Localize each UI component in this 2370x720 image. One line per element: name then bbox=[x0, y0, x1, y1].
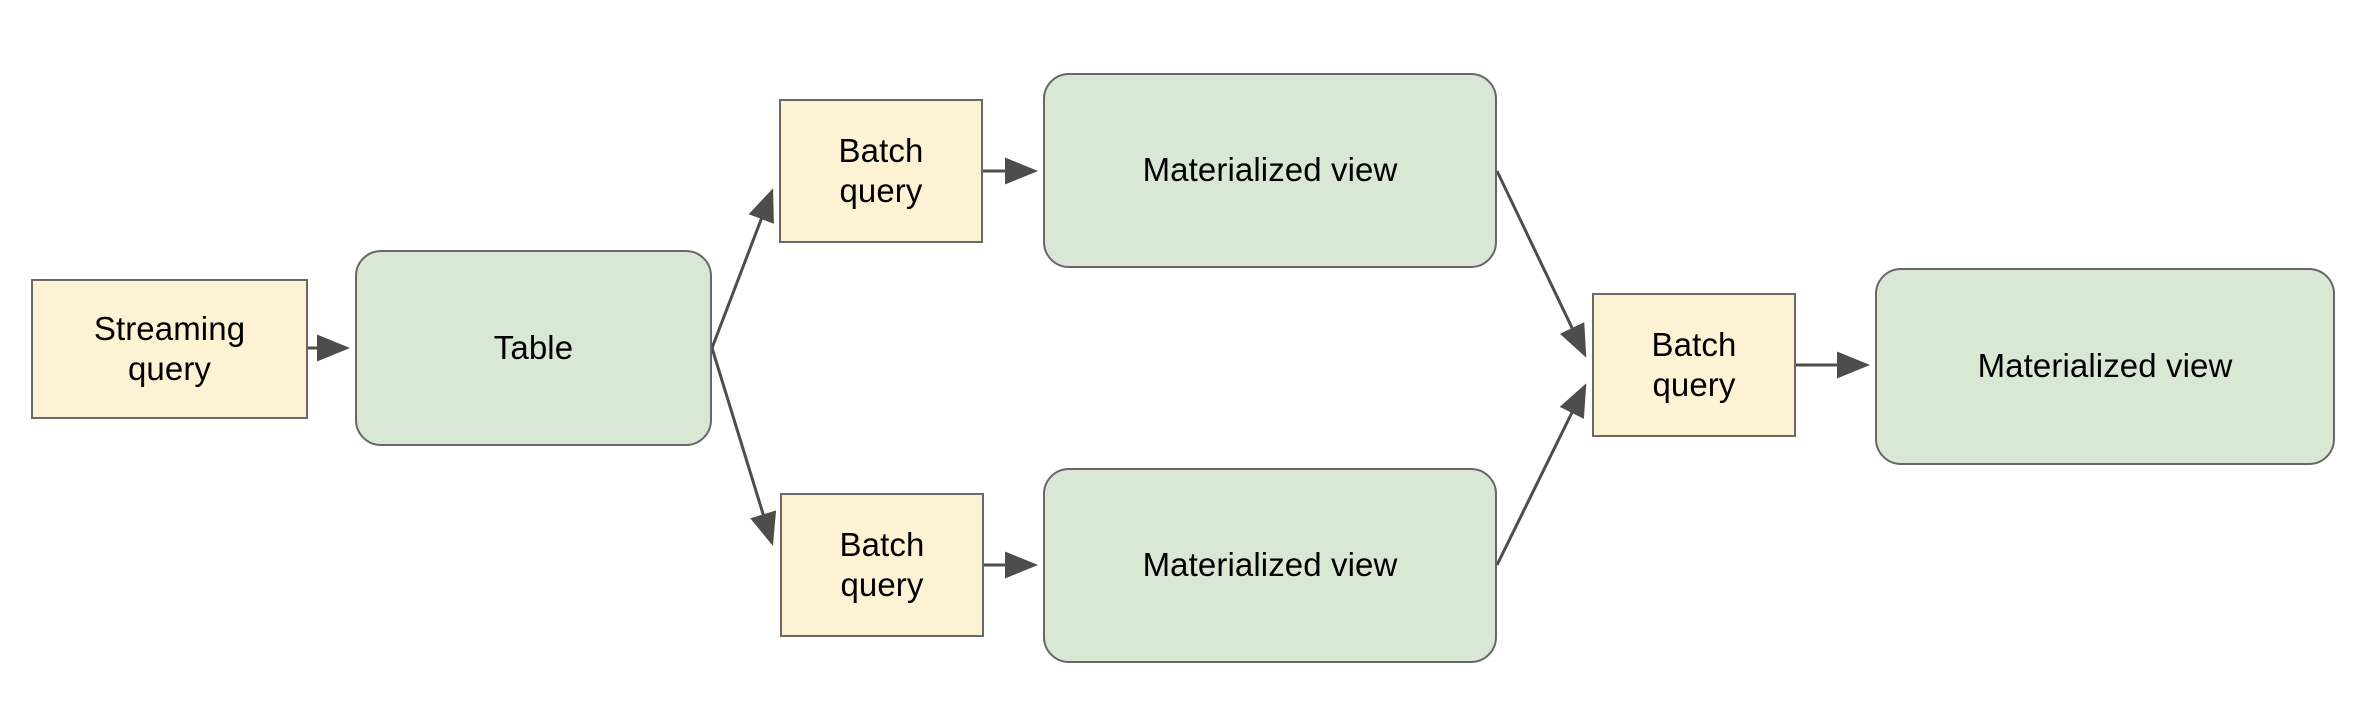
node-materialized-view-top[interactable]: Materialized view bbox=[1043, 73, 1497, 268]
node-batch-query-merge[interactable]: Batch query bbox=[1592, 293, 1796, 437]
edge-table-to-batch-query-bottom bbox=[710, 347, 777, 546]
edge-table-to-batch-query-top bbox=[710, 188, 774, 349]
node-materialized-view-bottom[interactable]: Materialized view bbox=[1043, 468, 1497, 663]
node-label: Batch query bbox=[838, 131, 924, 209]
node-label: Batch query bbox=[1651, 325, 1737, 403]
node-label: Streaming query bbox=[93, 309, 246, 387]
node-materialized-view-final[interactable]: Materialized view bbox=[1875, 268, 2335, 465]
node-label: Materialized view bbox=[1142, 151, 1398, 189]
node-label: Materialized view bbox=[1977, 347, 2233, 385]
node-table[interactable]: Table bbox=[355, 250, 712, 446]
edge-materialized-view-top-to-batch-query-merge bbox=[1495, 170, 1587, 358]
node-label: Table bbox=[493, 328, 574, 366]
edge-materialized-view-bottom-to-batch-query-merge bbox=[1495, 383, 1587, 566]
node-batch-query-bottom[interactable]: Batch query bbox=[780, 493, 984, 637]
node-label: Materialized view bbox=[1142, 546, 1398, 584]
node-batch-query-top[interactable]: Batch query bbox=[779, 99, 983, 243]
node-label: Batch query bbox=[839, 525, 925, 603]
node-streaming-query[interactable]: Streaming query bbox=[31, 279, 308, 419]
